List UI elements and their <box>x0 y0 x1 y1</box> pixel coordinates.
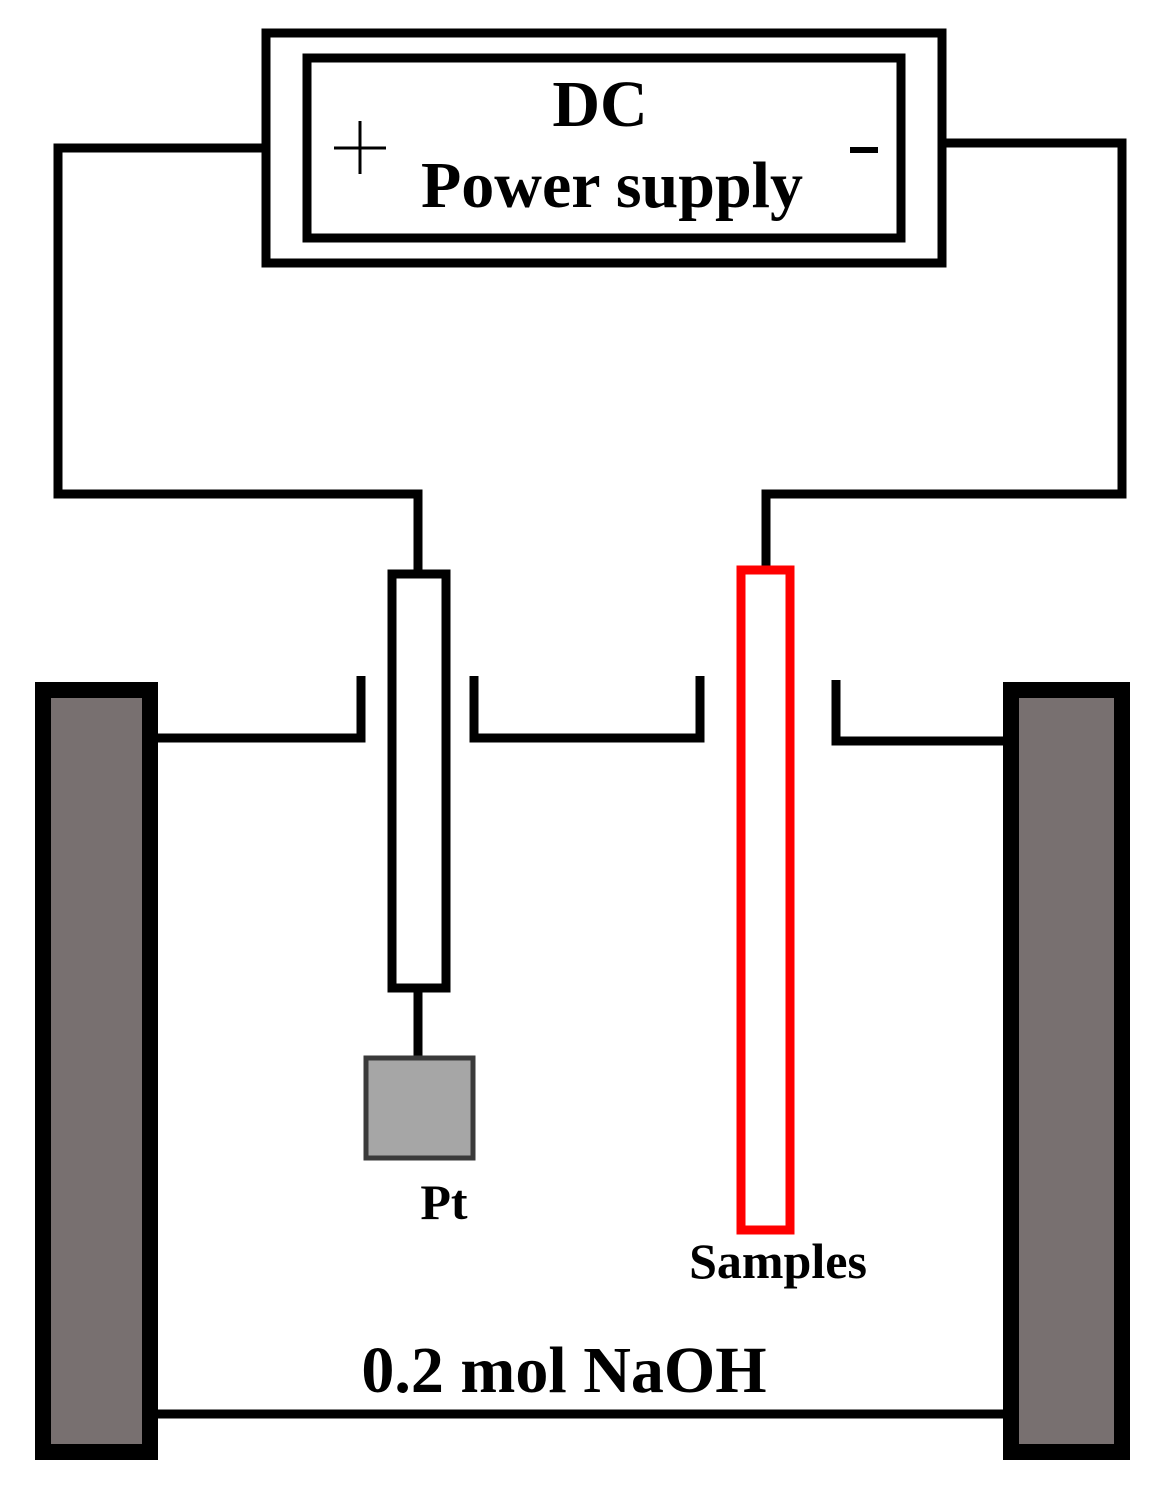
pt-plate <box>363 1055 476 1161</box>
sample-rod <box>736 565 795 1235</box>
pt-electrode-holder <box>387 569 451 993</box>
power-supply-title-dc: DC <box>552 68 647 141</box>
vessel-wall-right <box>1003 682 1130 1460</box>
power-supply-title: Power supply <box>421 149 803 222</box>
electrolyte-label: 0.2 mol NaOH <box>361 1334 766 1407</box>
positive-terminal-sign <box>334 121 386 174</box>
pt-electrode: Pt <box>363 569 476 1230</box>
power-supply-inner-frame <box>302 53 906 243</box>
power-supply: DC Power supply + - <box>261 28 947 268</box>
samples-label: Samples <box>689 1233 867 1289</box>
positive-terminal-label: + <box>360 161 362 163</box>
vessel-lid <box>150 676 1011 746</box>
positive-wire <box>53 143 423 572</box>
vessel-wall-left <box>35 682 158 1460</box>
pt-label: Pt <box>420 1174 468 1230</box>
negative-wire <box>761 138 1127 572</box>
sample-electrode: Samples <box>689 565 867 1289</box>
